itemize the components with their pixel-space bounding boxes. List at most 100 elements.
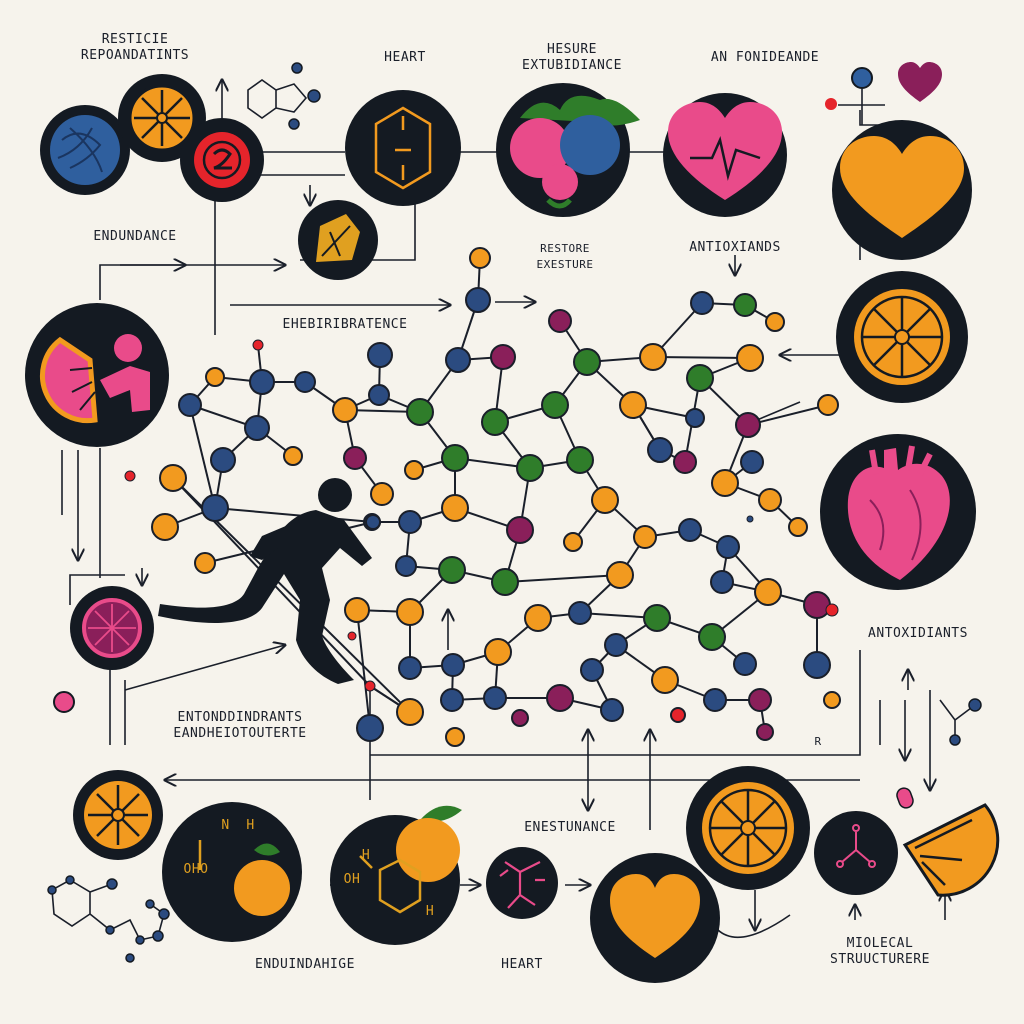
atom-node [396,698,424,726]
atom-node [580,658,604,682]
icon-disc [663,93,787,217]
atom-node [651,666,679,694]
atom-node [758,488,782,512]
atom-node [395,555,417,577]
icon-disc [25,303,169,447]
icon-disc [832,120,972,260]
icon-disc [836,271,968,403]
icon-disc [180,118,264,202]
runner-icon [158,478,372,684]
atom-node [484,638,512,666]
red-circle-icon [194,132,250,188]
atom-node [481,408,509,436]
atom-node [788,517,808,537]
atom-node [685,408,705,428]
atom-node [670,707,686,723]
icon-disc [345,90,461,206]
heartbeat-icon [668,102,782,200]
atom-node [368,384,390,406]
atom-node [516,454,544,482]
atom-node [347,631,357,641]
icon-disc [486,847,558,919]
atom-node [678,518,702,542]
atom-node [716,535,740,559]
atom-node [490,344,516,370]
atom-node [124,470,136,482]
atom-node [639,343,667,371]
atom-node [673,450,697,474]
lemon-wedge-icon [902,803,1000,897]
atom-node [249,369,275,395]
atom-node [398,656,422,680]
molecule-small-icon [499,861,545,909]
heart-bottom-icon [610,874,700,958]
atom-node [710,570,734,594]
atom-node [441,444,469,472]
atom-node [367,342,393,368]
orange-slice-bottom-icon [84,781,152,849]
bond-line [652,356,751,359]
atom-node [746,515,754,523]
blue-fiber-icon [50,115,120,185]
citrus-bottom-icon [702,782,794,874]
berries-icon [510,95,640,209]
atom-node [733,652,757,676]
molecular-structure-icon [836,824,876,868]
icon-disc [298,200,378,280]
connector [69,574,125,605]
orange-heart-icon [840,136,964,238]
atom-node [441,653,465,677]
atom-node [201,494,229,522]
atom-node [210,447,236,473]
atom-node [643,604,671,632]
atom-node [735,412,761,438]
atom-node [344,597,370,623]
atom-node [445,347,471,373]
atom-node [441,494,469,522]
atom-node [568,601,592,625]
icon-disc [496,83,640,217]
atom-node [817,394,839,416]
atom-node [600,698,624,722]
atom-node [711,469,739,497]
icon-disc [40,105,130,195]
atom-node [343,446,367,470]
atom-node [765,312,785,332]
icon-disc [162,802,302,942]
atom-node [364,680,376,692]
icon-disc [820,434,976,590]
atom-node [332,397,358,423]
icon-disc [686,766,810,890]
atom-node [698,623,726,651]
atom-node [469,247,491,269]
atom-node [756,723,774,741]
bond-line [504,574,621,583]
atom-node [178,393,202,417]
gold-leaf-icon [316,214,360,262]
atom-node [491,568,519,596]
bond-line [747,404,829,426]
connector [717,914,791,938]
capsule-icon [53,691,914,809]
atom-node [823,691,841,709]
orange-fruit-icon [198,840,290,916]
atom-node [647,437,673,463]
atom-node [740,450,764,474]
grapefruit-runner-icon [40,334,150,424]
icon-disc [73,770,163,860]
atom-node [244,415,270,441]
atom-node [440,688,464,712]
atom-node [252,339,264,351]
atom-node [541,391,569,419]
atom-node [465,287,491,313]
atom-node [803,591,831,619]
pomegranate-slice-icon [82,598,142,658]
atom-node [406,398,434,426]
connector-arrows [61,80,945,938]
atom-node [159,464,187,492]
bond-line [189,404,216,509]
atom-node [563,532,583,552]
connector [124,645,285,745]
atom-node [370,482,394,506]
